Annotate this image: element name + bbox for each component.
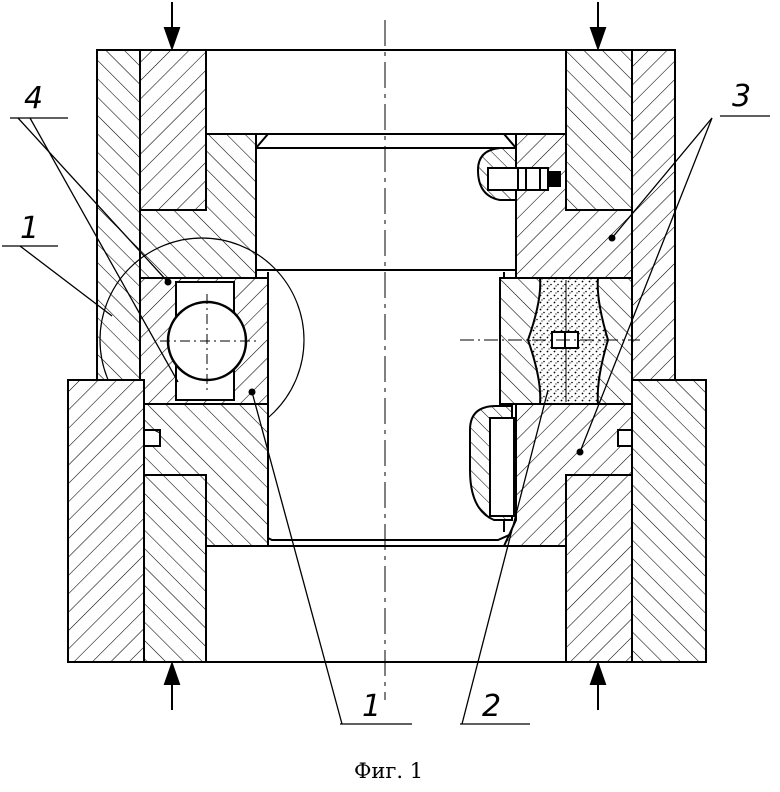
lower-housing-right-outer [631, 379, 707, 663]
lower-housing-right-inner [565, 474, 633, 663]
label-2: 2 [482, 689, 501, 724]
upper-housing-right-inner [565, 49, 633, 211]
force-arrow-top-left [163, 2, 181, 52]
upper-housing-right-outer [631, 49, 676, 381]
force-arrow-bottom-left [163, 660, 181, 710]
leader-lines [2, 115, 770, 725]
label-1-bottom: 1 [362, 689, 381, 724]
lower-ring-left [143, 403, 269, 547]
upper-housing-left-outer [96, 49, 141, 381]
upper-housing-left-inner [139, 49, 207, 211]
shaft-outline [255, 133, 517, 149]
lower-housing-left-outer [67, 379, 145, 663]
label-4: 4 [24, 81, 43, 116]
force-arrow-top-right [589, 2, 607, 52]
force-arrow-bottom-right [589, 660, 607, 710]
drawing-body [2, 2, 770, 725]
label-3: 3 [732, 79, 751, 114]
lower-housing-left-inner [143, 474, 207, 663]
lower-ring-right [502, 403, 633, 547]
figure-caption: Фиг. 1 [354, 759, 423, 783]
label-1-left: 1 [20, 211, 39, 246]
